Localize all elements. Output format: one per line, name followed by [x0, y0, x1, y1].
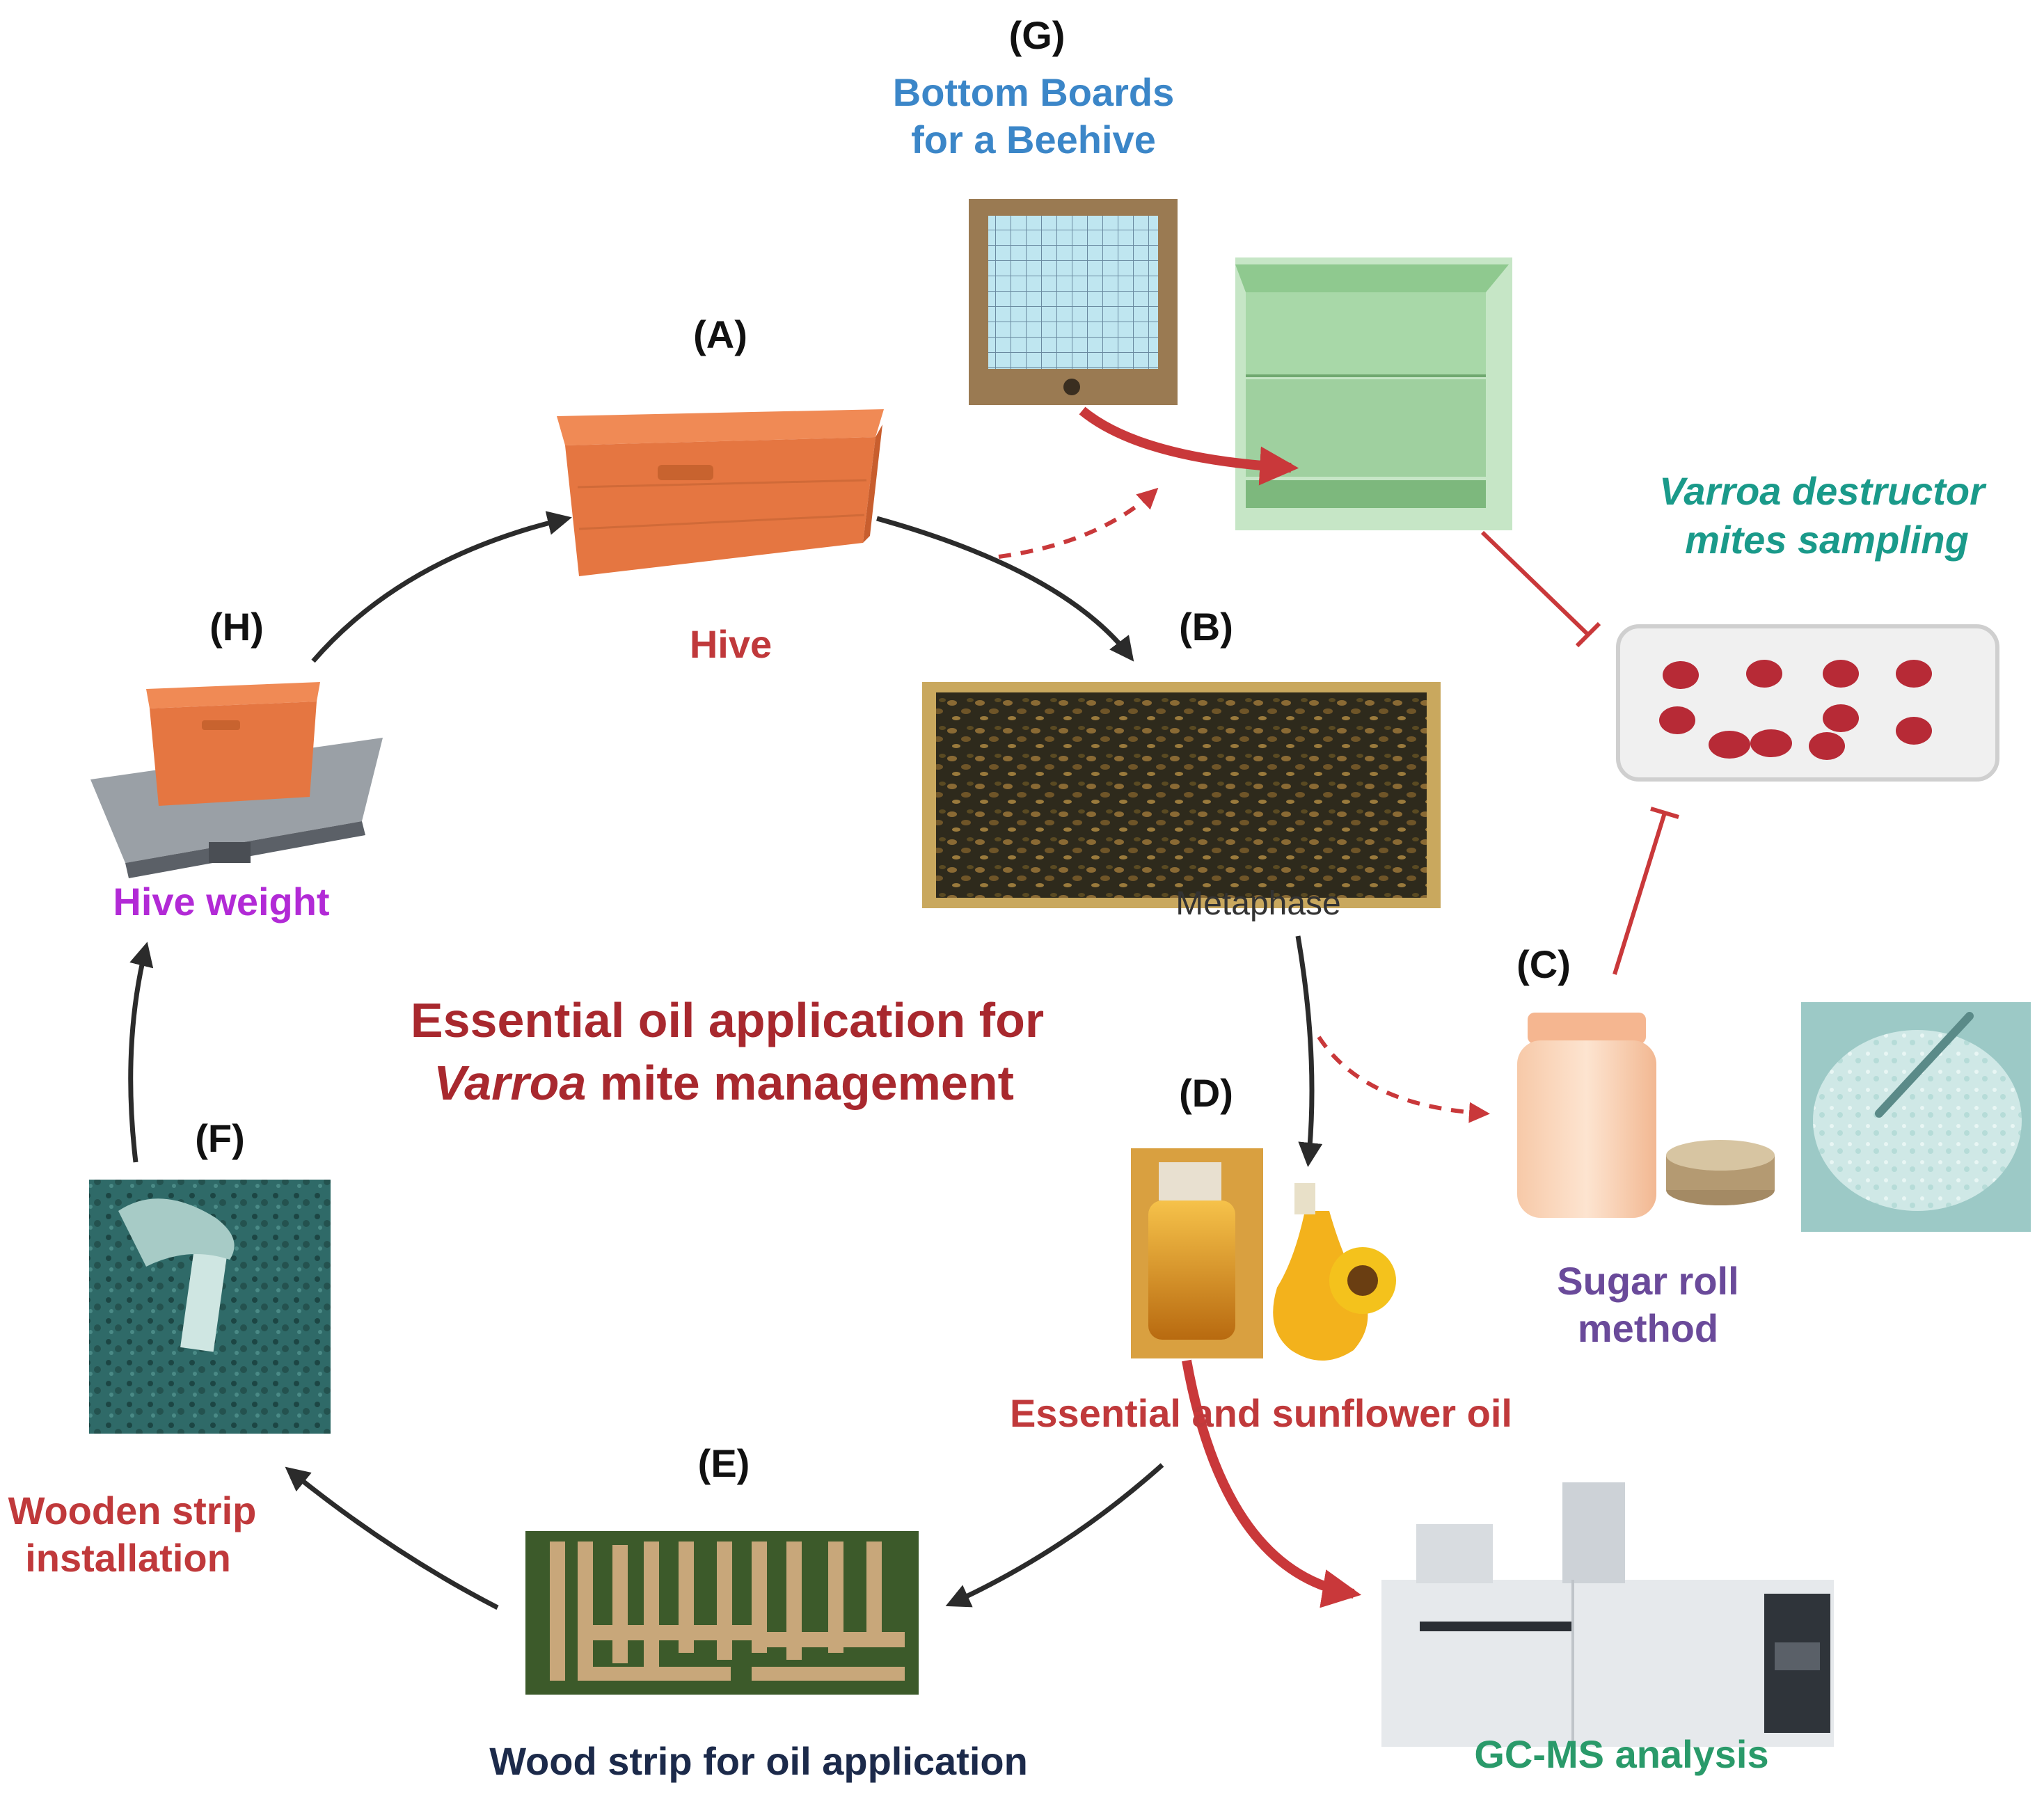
label-letter-e: (E): [698, 1441, 750, 1485]
label-bottom-boards-line2: for a Beehive: [911, 118, 1156, 161]
label-letter-b: (B): [1179, 605, 1233, 649]
label-hive: Hive: [690, 622, 772, 666]
label-letter-f: (F): [195, 1116, 245, 1160]
arrow-oil-to-gcms: [1182, 1359, 1362, 1608]
label-wood-strip: Wood strip for oil application: [489, 1739, 1028, 1783]
diagram-title-rest: mite management: [586, 1056, 1014, 1110]
label-varroa-line1: Varroa destructor: [1659, 469, 1987, 513]
label-letter-a: (A): [693, 312, 747, 356]
label-varroa-line2: mites sampling: [1685, 518, 1969, 562]
bee-frame-photo: [922, 682, 1441, 908]
arrow-board-to-hive: [1079, 406, 1299, 486]
arrow-b-to-d: [1295, 935, 1323, 1167]
varroa-dish-illustration: [1616, 624, 1999, 782]
arrow-h-to-a: [311, 511, 572, 663]
strip-installation-photo: [89, 1180, 331, 1434]
label-letter-h: (H): [209, 605, 264, 649]
hive-scale-illustration: [90, 682, 383, 878]
hive-illustration: [557, 409, 884, 576]
arrow-a-to-b: [876, 516, 1134, 662]
arrow-f-to-h: [128, 942, 154, 1163]
diagram-title-line2: Varroa mite management: [434, 1056, 1014, 1110]
wood-strips-photo: [525, 1531, 919, 1695]
label-oil: Essential and sunflower oil: [1010, 1391, 1512, 1435]
label-gcms: GC-MS analysis: [1474, 1732, 1768, 1776]
arrow-e-to-f: [285, 1466, 499, 1610]
bottom-board-photo: [969, 199, 1178, 405]
label-bottom-boards-line1: Bottom Boards: [893, 70, 1174, 114]
sugar-jar-illustration: [1517, 1013, 1775, 1218]
label-letter-g: (G): [1009, 13, 1065, 57]
dashed-arrow-hive-to-green-hive: [998, 487, 1159, 559]
label-metaphase: Metaphase: [1175, 885, 1341, 922]
essential-oil-bottle-photo: [1131, 1148, 1263, 1358]
label-hive-weight: Hive weight: [113, 880, 329, 924]
label-strip-install-line2: installation: [25, 1536, 231, 1580]
inhibit-jar-to-dish: [1613, 807, 1679, 975]
inhibit-hive-to-dish: [1480, 530, 1601, 648]
gcms-instrument-illustration: [1381, 1482, 1834, 1747]
arrow-d-to-e: [945, 1463, 1164, 1608]
diagram-title-line1: Essential oil application for: [411, 993, 1044, 1047]
label-letter-d: (D): [1179, 1071, 1233, 1115]
sunflower-oil-illustration: [1273, 1183, 1396, 1361]
label-strip-install-line1: Wooden strip: [8, 1489, 257, 1532]
label-sugar-roll-line1: Sugar roll: [1557, 1259, 1738, 1303]
diagram-title-italic: Varroa: [434, 1056, 586, 1110]
dashed-arrow-frame-to-jar: [1317, 1036, 1490, 1123]
label-letter-c: (C): [1516, 942, 1571, 986]
sugar-bowl-photo: [1801, 1002, 2031, 1232]
green-beehive-photo: [1235, 257, 1512, 530]
label-sugar-roll-line2: method: [1578, 1306, 1718, 1350]
